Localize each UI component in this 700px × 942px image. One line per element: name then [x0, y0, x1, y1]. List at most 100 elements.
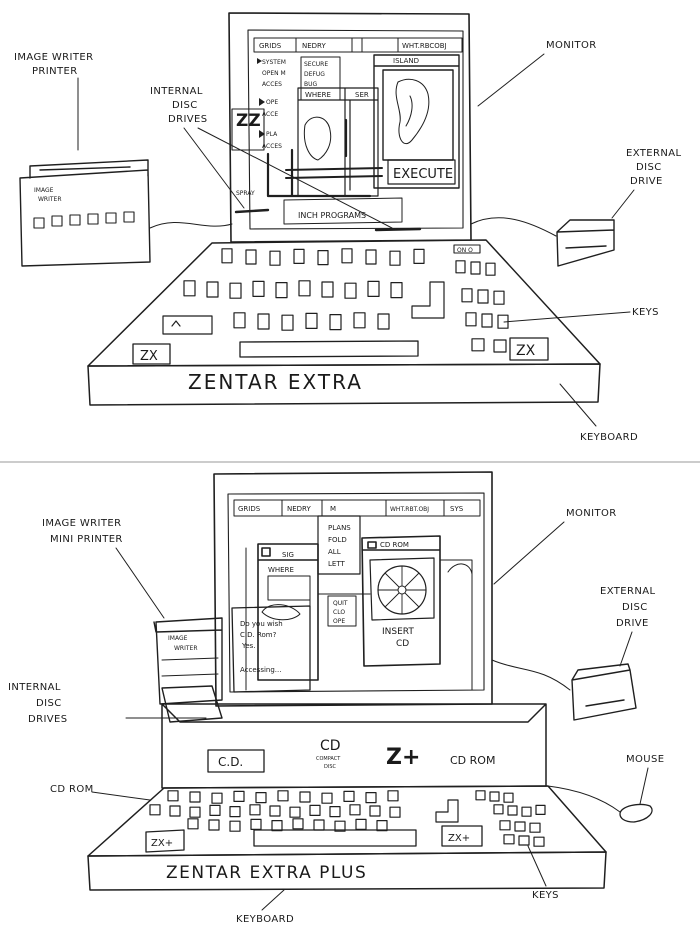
key[interactable]: [299, 791, 311, 803]
key[interactable]: [355, 818, 367, 831]
key[interactable]: [277, 790, 289, 802]
key[interactable]: [298, 280, 311, 297]
key[interactable]: [344, 282, 357, 299]
key[interactable]: [413, 248, 425, 264]
key[interactable]: [471, 338, 485, 352]
key[interactable]: [187, 818, 199, 830]
key[interactable]: [503, 792, 514, 803]
key[interactable]: [289, 806, 301, 818]
key[interactable]: [208, 819, 220, 831]
key[interactable]: [493, 804, 504, 815]
key[interactable]: [535, 804, 546, 816]
key[interactable]: [514, 821, 526, 832]
cdrom-window-title: CD ROM: [380, 541, 409, 549]
key[interactable]: [341, 248, 353, 264]
key[interactable]: [167, 790, 179, 802]
key[interactable]: [329, 805, 341, 818]
key[interactable]: [481, 313, 493, 328]
key[interactable]: [271, 819, 283, 832]
key[interactable]: [343, 790, 355, 803]
key[interactable]: [389, 250, 401, 266]
key[interactable]: [349, 804, 361, 816]
key[interactable]: [233, 790, 245, 803]
cd-slot-label: C.D.: [218, 755, 243, 769]
key[interactable]: [461, 288, 473, 303]
key[interactable]: [275, 282, 288, 299]
key[interactable]: [387, 790, 399, 802]
key[interactable]: [292, 818, 304, 830]
key[interactable]: [189, 791, 201, 803]
key[interactable]: [369, 805, 381, 817]
key[interactable]: [281, 314, 294, 331]
cd-slot[interactable]: [207, 749, 265, 773]
key[interactable]: [470, 261, 481, 275]
key[interactable]: [465, 312, 477, 327]
key[interactable]: [250, 818, 262, 831]
key[interactable]: [313, 819, 325, 831]
key[interactable]: [149, 804, 161, 816]
key[interactable]: [321, 281, 334, 298]
key[interactable]: [499, 820, 511, 831]
key[interactable]: [389, 806, 401, 818]
key[interactable]: [376, 819, 388, 832]
zx-plus-key-left[interactable]: [145, 829, 185, 853]
zx-key-right[interactable]: [509, 337, 549, 361]
key[interactable]: [507, 805, 518, 816]
key[interactable]: [252, 280, 265, 297]
shift-key-left[interactable]: [162, 315, 213, 335]
key[interactable]: [249, 804, 261, 816]
key[interactable]: [317, 250, 329, 266]
key[interactable]: [365, 249, 377, 265]
key[interactable]: [503, 834, 515, 845]
key[interactable]: [169, 805, 181, 817]
key[interactable]: [493, 339, 507, 353]
key[interactable]: [255, 791, 267, 804]
key[interactable]: [518, 835, 530, 846]
key[interactable]: [475, 790, 486, 801]
key[interactable]: [529, 822, 541, 833]
key[interactable]: [309, 804, 321, 817]
key[interactable]: [189, 806, 201, 818]
key[interactable]: [329, 314, 342, 331]
zx-key-left[interactable]: [132, 343, 171, 365]
key[interactable]: [293, 248, 305, 264]
key[interactable]: [353, 312, 366, 329]
enter-key-2[interactable]: [435, 799, 459, 823]
key[interactable]: [257, 313, 270, 330]
key[interactable]: [233, 312, 246, 329]
key[interactable]: [211, 792, 223, 804]
key[interactable]: [455, 260, 466, 274]
spacebar-2[interactable]: [253, 829, 417, 847]
on-key[interactable]: [453, 244, 481, 254]
key[interactable]: [229, 805, 241, 818]
printer-1-buttons: [33, 211, 135, 229]
key[interactable]: [489, 791, 500, 802]
drive-unit: [161, 703, 547, 789]
key[interactable]: [321, 792, 333, 804]
key[interactable]: [521, 806, 532, 817]
key[interactable]: [377, 313, 390, 330]
key[interactable]: [367, 280, 380, 297]
zx-plus-key-right[interactable]: [441, 825, 483, 847]
key[interactable]: [477, 289, 489, 304]
key[interactable]: [206, 281, 219, 298]
enter-key[interactable]: [411, 281, 445, 319]
key[interactable]: [305, 312, 318, 329]
key[interactable]: [485, 262, 496, 276]
spacebar[interactable]: [239, 340, 419, 358]
key[interactable]: [209, 804, 221, 817]
key[interactable]: [269, 250, 281, 266]
key[interactable]: [221, 248, 233, 264]
key[interactable]: [245, 249, 257, 265]
key[interactable]: [334, 820, 346, 832]
key[interactable]: [183, 280, 196, 297]
key[interactable]: [365, 791, 377, 804]
key[interactable]: [390, 282, 403, 299]
key[interactable]: [229, 820, 241, 832]
key[interactable]: [533, 836, 545, 847]
key[interactable]: [229, 282, 242, 299]
menu-bar: [253, 37, 463, 53]
svg-text:ACCE: ACCE: [262, 111, 278, 118]
key[interactable]: [493, 290, 505, 305]
key[interactable]: [269, 805, 281, 817]
